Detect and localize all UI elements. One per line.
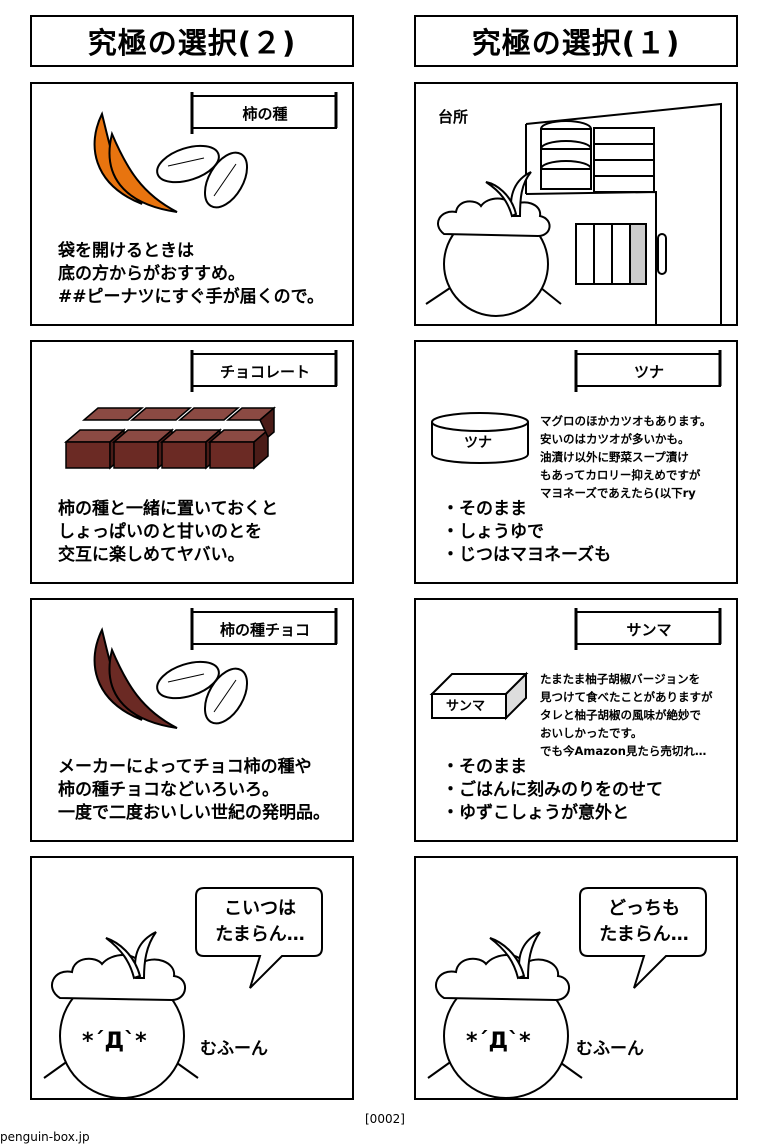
title-left: 究極の選択(２) bbox=[30, 15, 354, 67]
panel-tuna: ツナ ツナ マグロのほかカツオもあります。 安いのはカツオが多いかも。 油漬け以… bbox=[414, 340, 738, 584]
face-right: *´Д`* bbox=[466, 1029, 531, 1054]
reaction-right-art bbox=[427, 887, 707, 1098]
kitchen-art bbox=[425, 102, 722, 324]
text-kaki-no-tane: 袋を開けるときは 底の方からがおすすめ。 ##ピーナツにすぐ手が届くので。 bbox=[58, 241, 324, 307]
text-kaki-choco: メーカーによってチョコ柿の種や 柿の種チョコなどいろいろ。 一度で二度おいしい世… bbox=[58, 757, 330, 823]
panel-kaki-no-tane: 柿の種 袋を開けるときは 底の方からがおすすめ。 ##ピーナツにすぐ手が届くので… bbox=[30, 82, 354, 326]
kaki-no-tane-art bbox=[93, 92, 338, 213]
panel-sanma: サンマ サンマ たまたま柚子胡椒バージョンを 見つけて食べたことがありますが タ… bbox=[414, 598, 738, 842]
can-label-sanma: サンマ bbox=[446, 699, 486, 714]
label-kaki-no-tane: 柿の種 bbox=[242, 104, 288, 123]
speech-right: どっちも たまらん… bbox=[599, 898, 689, 945]
list-tuna: ・そのまま ・しょうゆで ・じつはマヨネーズも bbox=[442, 499, 612, 565]
panel-kaki-choco: 柿の種チョコ メーカーによってチョコ柿の種や 柿の種チョコなどいろいろ。 一度で… bbox=[30, 598, 354, 842]
label-tuna: ツナ bbox=[633, 362, 664, 381]
title-right-text: 究極の選択(１) bbox=[471, 26, 681, 60]
kaki-choco-art bbox=[93, 608, 338, 729]
label-chocolate: チョコレート bbox=[219, 362, 310, 381]
title-right: 究極の選択(１) bbox=[414, 15, 738, 67]
label-kaki-choco: 柿の種チョコ bbox=[219, 620, 310, 639]
sanma-art bbox=[429, 608, 722, 721]
site-name: penguin-box.jp bbox=[0, 1130, 90, 1144]
chocolate-art bbox=[63, 350, 338, 470]
label-sanma: サンマ bbox=[626, 620, 672, 639]
panel-kitchen: 台所 bbox=[414, 82, 738, 326]
sfx-left: むふーん bbox=[200, 1039, 268, 1059]
title-left-text: 究極の選択(２) bbox=[87, 26, 297, 60]
page-id: [0002] bbox=[365, 1112, 405, 1126]
tuna-art bbox=[431, 350, 722, 464]
text-chocolate: 柿の種と一緒に置いておくと しょっぱいのと甘いのとを 交互に楽しめてヤバい。 bbox=[58, 499, 278, 565]
panel-reaction-right: どっちも たまらん… *´Д`* むふーん bbox=[414, 856, 738, 1100]
can-label-tuna: ツナ bbox=[464, 435, 492, 451]
label-kitchen: 台所 bbox=[438, 108, 469, 126]
note-tuna: マグロのほかカツオもあります。 安いのはカツオが多いかも。 油漬け以外に野菜スー… bbox=[540, 414, 712, 500]
face-left: *´Д`* bbox=[82, 1029, 147, 1054]
note-sanma: たまたま柚子胡椒バージョンを 見つけて食べたことがありますが タレと柚子胡椒の風… bbox=[540, 672, 713, 758]
panel-chocolate: チョコレート 柿の種と一緒に置いておくと しょっぱいのと甘いのとを 交互に楽しめ… bbox=[30, 340, 354, 584]
reaction-left-art bbox=[43, 887, 323, 1098]
panel-reaction-left: こいつは たまらん… *´Д`* むふーん bbox=[30, 856, 354, 1100]
list-sanma: ・そのまま ・ごはんに刻みのりをのせて ・ゆずこしょうが意外と bbox=[442, 757, 663, 823]
speech-left: こいつは たまらん… bbox=[215, 898, 305, 945]
sfx-right: むふーん bbox=[576, 1039, 644, 1059]
